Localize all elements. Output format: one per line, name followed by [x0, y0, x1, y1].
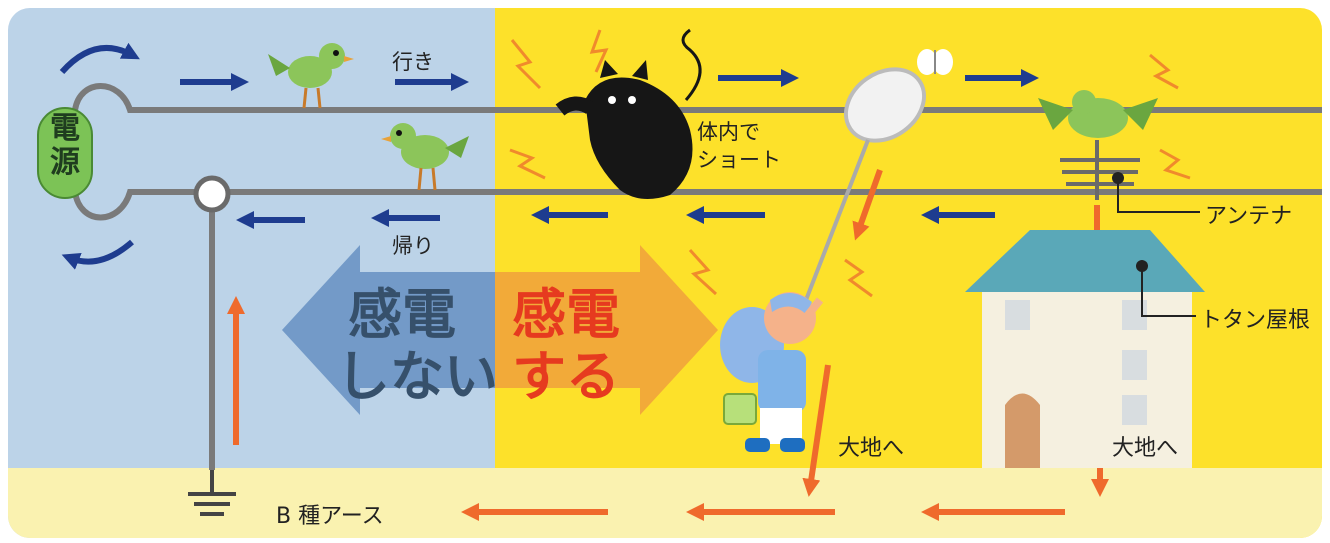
no-shock-line-2: しない — [336, 345, 498, 408]
neutral-node — [193, 175, 231, 213]
no-shock-arrow — [282, 245, 495, 415]
child-icon — [720, 292, 824, 452]
returning-label: 帰り — [392, 234, 434, 258]
going-arrows — [180, 69, 1039, 91]
roof-leader — [1141, 266, 1196, 317]
short-in-body-label: 体内で ショート — [697, 118, 781, 174]
antenna-label: アンテナ — [1205, 204, 1293, 229]
rotation-arrow-top — [59, 42, 140, 75]
bird-antenna-icon — [1038, 90, 1158, 138]
power-source-pill — [37, 107, 93, 199]
tin-roof-label: トタン屋根 — [1200, 308, 1311, 333]
house-icon — [965, 230, 1205, 468]
power-loop — [72, 83, 140, 221]
bug-net-icon — [804, 67, 926, 301]
to-ground-person-label: 大地へ — [838, 436, 905, 461]
power-source-label: 電 源 — [40, 112, 90, 180]
shock-text: 感電 する — [512, 284, 620, 408]
shock-line-2: する — [512, 345, 620, 408]
b-type-earth-label: B 種アース — [276, 504, 384, 529]
power-source-char-1: 電 — [50, 111, 80, 146]
bird-bottom-icon — [381, 123, 469, 191]
power-source-char-2: 源 — [50, 145, 80, 180]
going-label: 行き — [392, 50, 434, 74]
rotation-arrow-bottom — [61, 239, 134, 270]
person-down-arrow — [802, 364, 831, 497]
return-arrows — [236, 206, 995, 229]
net-down-arrow — [852, 168, 883, 241]
to-ground-house-label: 大地へ — [1112, 436, 1179, 461]
antenna-icon — [1060, 140, 1140, 200]
short-in-body-line-2: ショート — [697, 148, 781, 172]
shock-line-1: 感電 — [512, 283, 620, 346]
shock-arrow — [495, 245, 718, 415]
spark-icons — [509, 29, 1191, 298]
butterfly-icon — [917, 49, 953, 75]
cat-icon — [555, 28, 702, 199]
bird-top-icon — [268, 43, 354, 109]
earth-symbol — [188, 470, 236, 516]
no-shock-line-1: 感電 — [348, 283, 456, 346]
antenna-leader — [1117, 178, 1200, 213]
short-in-body-line-1: 体内で — [697, 120, 760, 144]
no-shock-text: 感電 しない — [336, 284, 498, 408]
